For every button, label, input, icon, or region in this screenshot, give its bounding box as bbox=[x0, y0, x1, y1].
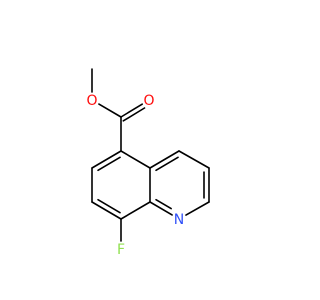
atom-O-background bbox=[142, 93, 156, 107]
bond-a7-a8-inner bbox=[97, 198, 121, 214]
atom-N-background bbox=[172, 212, 186, 226]
bond-a5-a6-inner bbox=[97, 156, 121, 172]
atom-F-background bbox=[114, 242, 128, 256]
bond-a11-a12 bbox=[185, 201, 210, 216]
bond-a2-a3 bbox=[98, 103, 122, 118]
bond-a3-a4 bbox=[120, 103, 143, 118]
bond-a14-a15 bbox=[149, 150, 180, 169]
bond-a3-a4-second bbox=[122, 107, 146, 122]
bonds-layer bbox=[91, 68, 210, 242]
atom-label-o: O bbox=[143, 93, 154, 109]
atom-label-f: F bbox=[117, 242, 125, 258]
bond-a10-a11-inner bbox=[155, 198, 172, 210]
atom-O-background bbox=[85, 93, 99, 107]
bond-a10-a11 bbox=[149, 201, 173, 216]
bond-a5-a6 bbox=[91, 150, 122, 169]
atom-labels-layer: O O F N bbox=[85, 93, 186, 258]
bond-a8-a10 bbox=[120, 201, 151, 220]
bond-a7-a8 bbox=[91, 201, 122, 220]
bond-a15-a5 bbox=[120, 150, 151, 169]
bond-a13-a14 bbox=[178, 150, 210, 169]
bond-a14-a15-inner bbox=[155, 156, 179, 172]
atom-label-n: N bbox=[174, 212, 184, 228]
atom-label-o: O bbox=[86, 93, 97, 109]
molecule-structure: O O F N bbox=[85, 68, 210, 258]
